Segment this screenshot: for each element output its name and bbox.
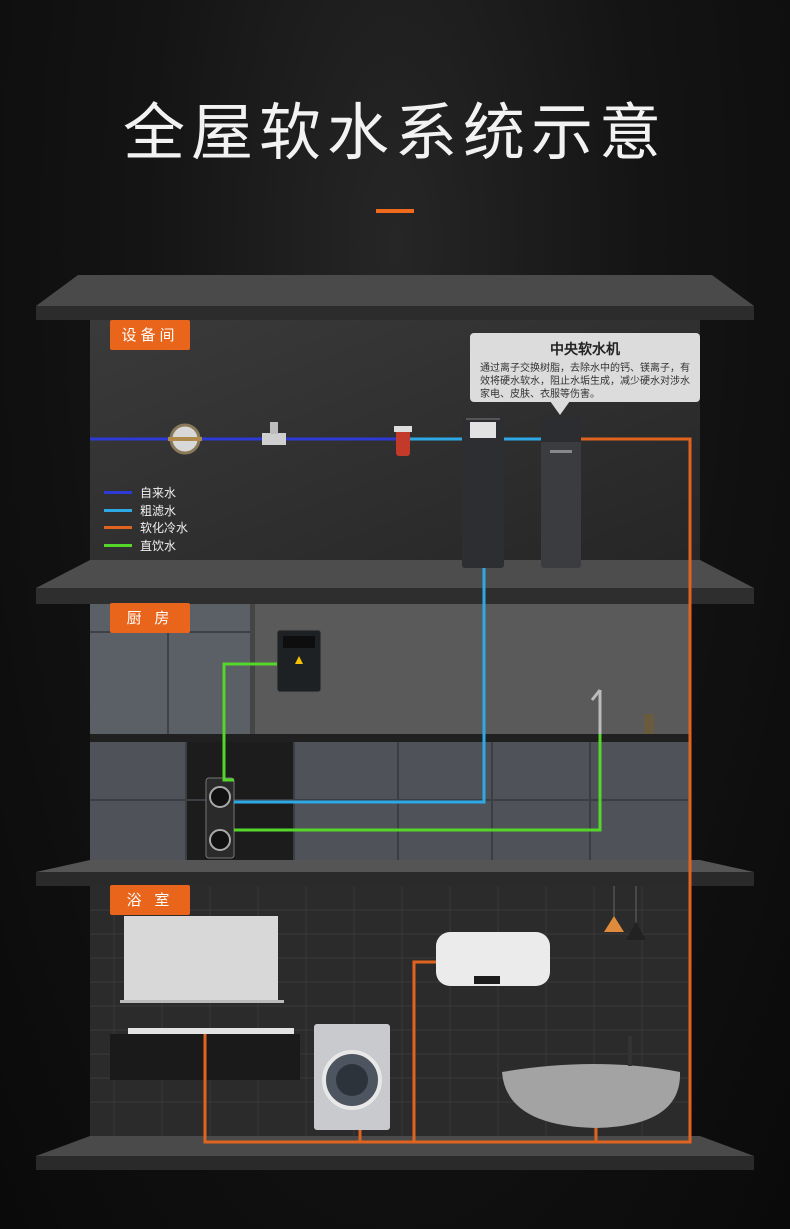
legend-swatch [104, 526, 132, 530]
valve [262, 422, 286, 445]
kitchen-canister [644, 714, 654, 734]
legend-label: 软化冷水 [140, 521, 189, 536]
legend-swatch [104, 491, 132, 495]
page-title: 全屋软水系统示意 [122, 96, 667, 169]
kitchen-floor-edge [36, 872, 754, 886]
room-tag-equipment: 设备间 [110, 320, 190, 350]
legend-item: 自来水 [104, 484, 188, 502]
pendant-lamp [604, 916, 624, 932]
pipe-soft-water [412, 437, 692, 1144]
roof-slab [36, 275, 754, 306]
pipe-drinking-water [222, 662, 277, 782]
callout-title: 中央软水机 [550, 342, 620, 358]
kitchen-backsplash [255, 604, 690, 738]
equipment-floor-edge [36, 588, 754, 604]
pipe-soft-water [203, 1034, 414, 1144]
legend-label: 粗滤水 [140, 503, 177, 518]
water-heater [436, 932, 550, 986]
legend-item: 粗滤水 [104, 502, 188, 520]
legend-label: 自来水 [140, 486, 177, 501]
bathroom-vanity-top [128, 1028, 294, 1034]
pre-filter [394, 426, 412, 456]
title-underline [376, 209, 414, 213]
legend-swatch [104, 543, 132, 547]
bathroom-mirror [124, 916, 278, 1000]
pipe-drinking-water [234, 734, 602, 832]
bathroom-floor-edge [36, 1156, 754, 1170]
legend: 自来水 粗滤水 软化冷水 直饮水 [104, 484, 188, 554]
callout-body: 通过离子交换树脂，去除水中的钙、镁离子，有效将硬水软水，阻止水垢生成，减少硬水对… [480, 363, 690, 400]
bathtub [502, 1064, 681, 1128]
legend-label: 直饮水 [140, 538, 177, 553]
room-tag-bathroom: 浴 室 [110, 885, 190, 915]
callout-pointer [550, 401, 570, 415]
kitchen-countertop [90, 734, 690, 742]
bathroom-floor-slab [36, 1136, 754, 1156]
legend-swatch [104, 508, 132, 512]
roof-slab-edge [36, 306, 754, 320]
central-water-softener [541, 418, 581, 568]
pipe-filtered-water [234, 568, 486, 804]
water-meter [168, 423, 202, 455]
central-purifier [462, 418, 504, 568]
tub-faucet [628, 1036, 632, 1066]
legend-item: 软化冷水 [104, 519, 188, 537]
pendant-lamp [626, 922, 646, 940]
legend-item: 直饮水 [104, 537, 188, 555]
kitchen-floor-slab [36, 860, 754, 872]
room-tag-kitchen: 厨 房 [110, 603, 190, 633]
equipment-floor-slab [36, 560, 754, 588]
softener-callout: 中央软水机 通过离子交换树脂，去除水中的钙、镁离子，有效将硬水软水，阻止水垢生成… [470, 333, 700, 402]
